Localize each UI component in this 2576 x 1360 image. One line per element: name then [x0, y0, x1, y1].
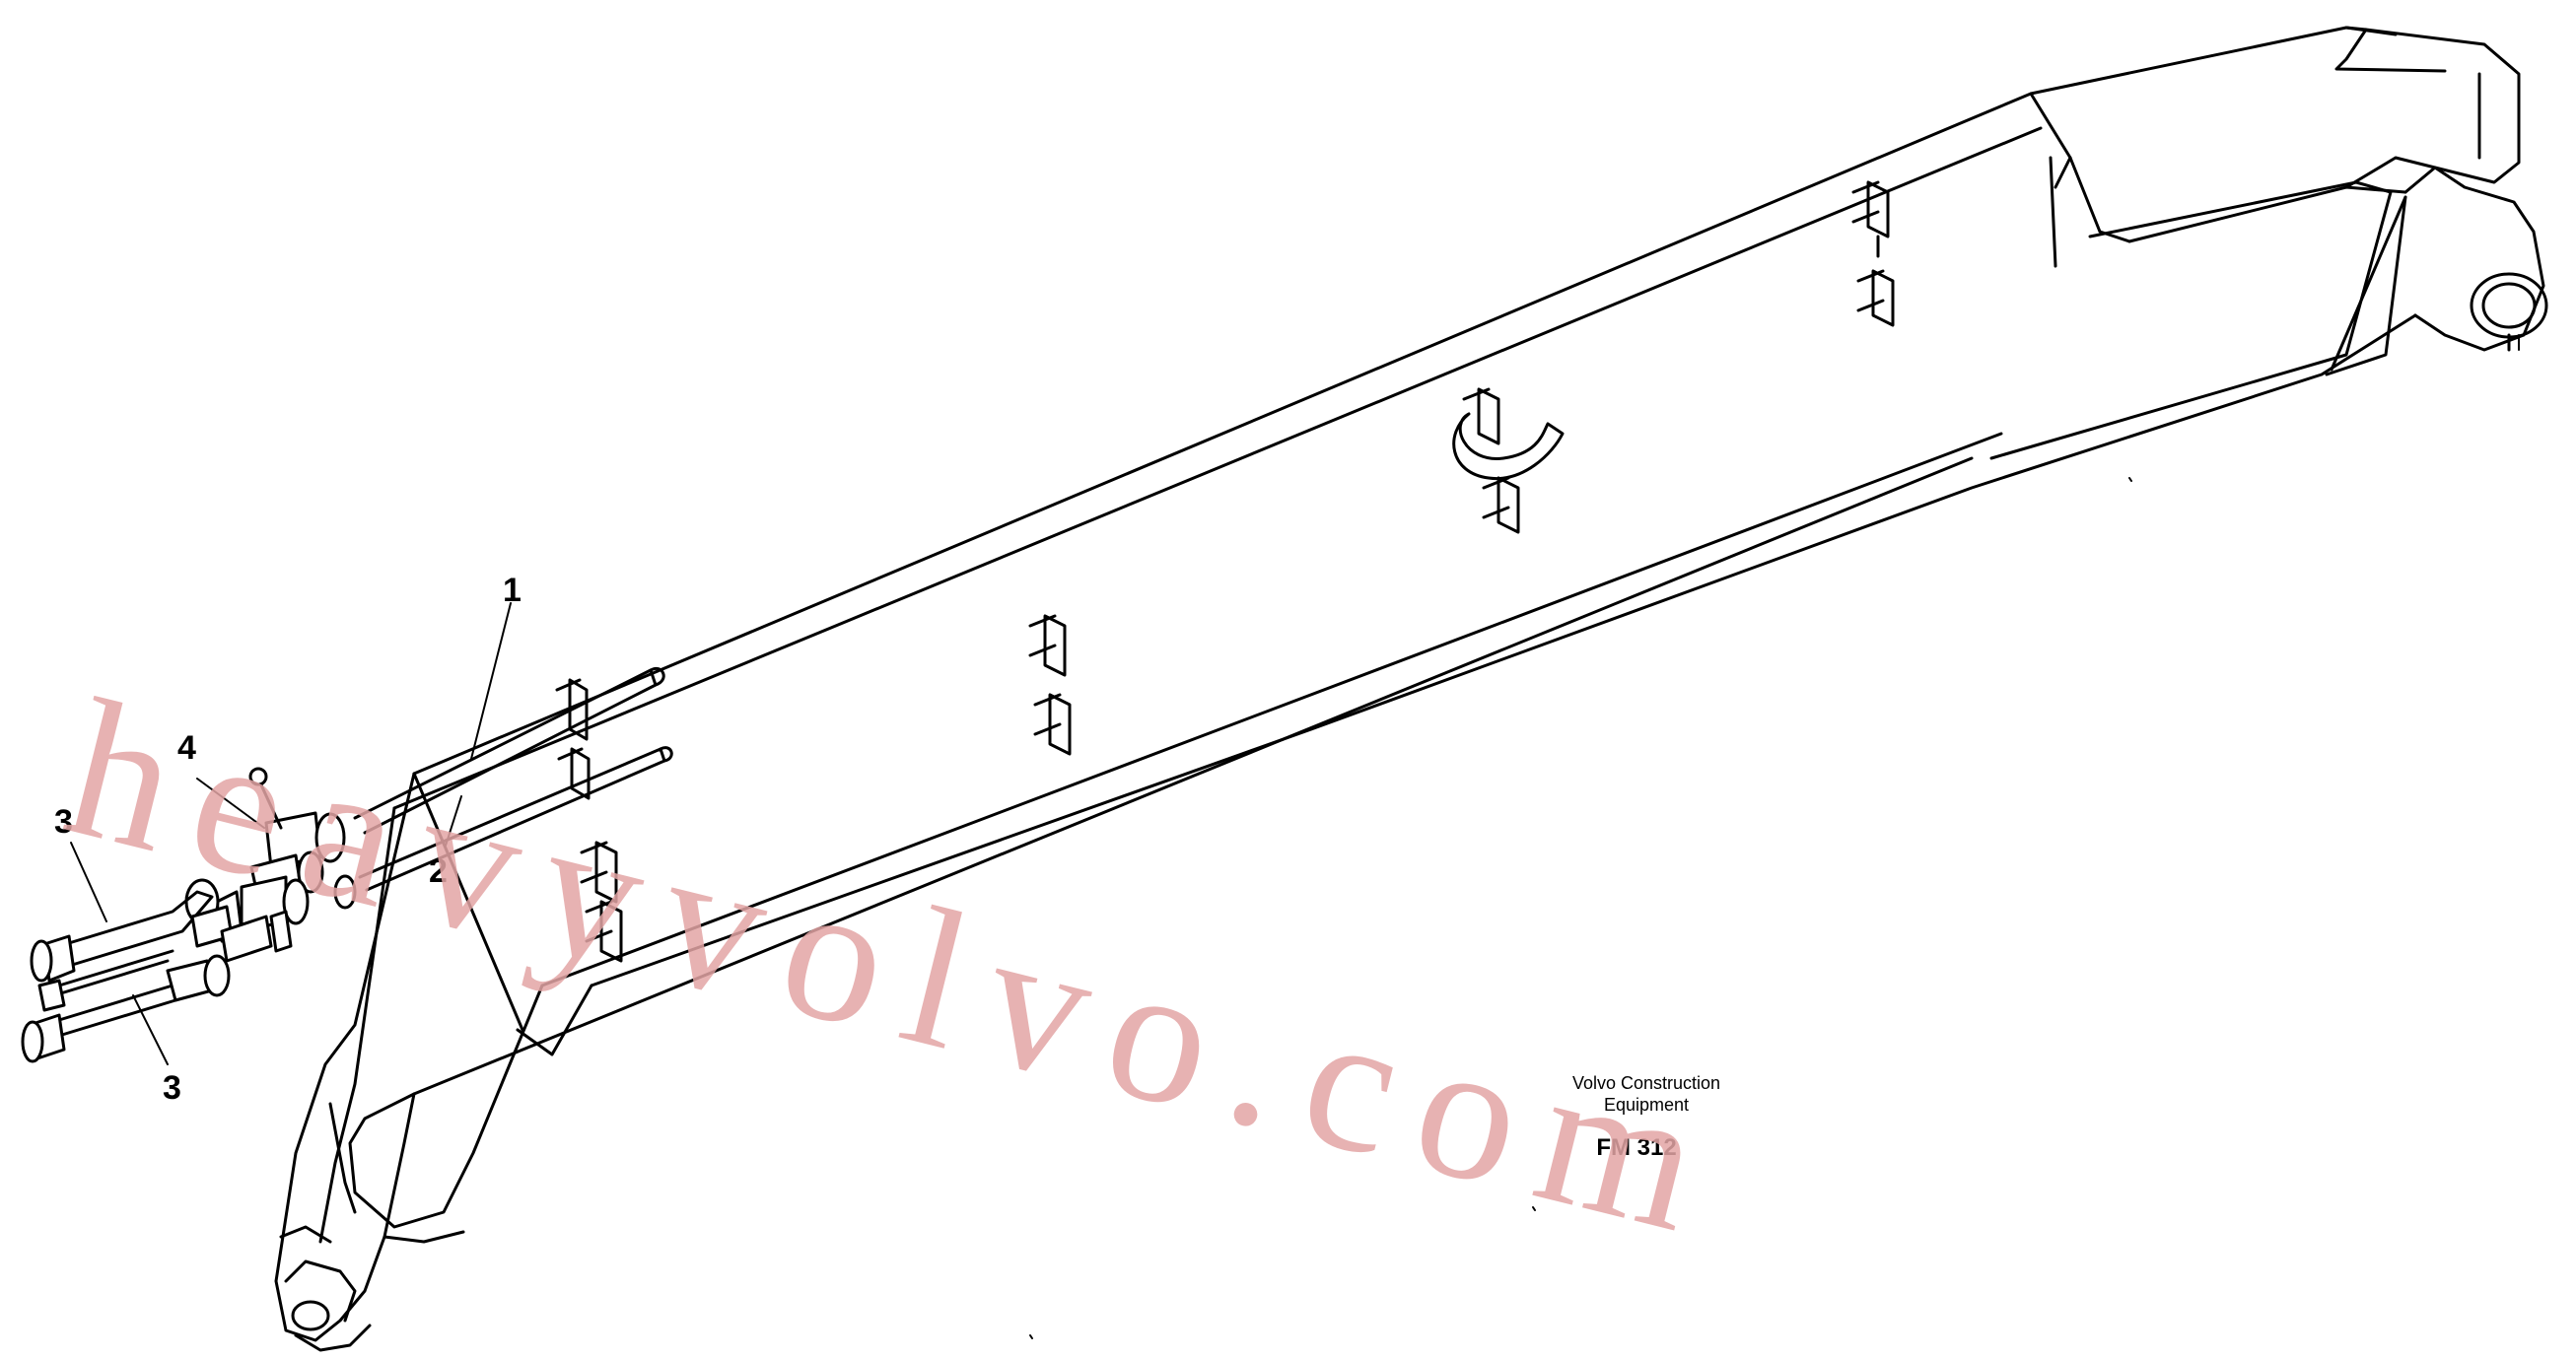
hose-clamp: [580, 841, 618, 904]
hose-clamp: [1452, 387, 1565, 481]
hose-clamp: [1856, 269, 1895, 327]
hose-clamp: [1028, 614, 1067, 677]
hose-clamp-group: [580, 180, 1895, 963]
hose-clamp: [1851, 180, 1890, 258]
stray-mark: [1029, 1334, 1033, 1339]
stray-mark: [1532, 1206, 1536, 1211]
stray-mark: [2128, 477, 2132, 482]
boom-arm: [274, 26, 2548, 1352]
watermark-text: heavyvolvo.com: [48, 658, 1746, 1279]
callout-2: 2: [429, 852, 448, 890]
callout-3-lower: 3: [163, 1069, 181, 1107]
callout-4: 4: [177, 729, 196, 767]
caption-line-2: Equipment: [1604, 1095, 1689, 1115]
callout-1: 1: [503, 572, 522, 609]
figure-code: FM 312: [1596, 1134, 1676, 1161]
caption-line-1: Volvo Construction: [1572, 1073, 1720, 1093]
pipe-assembly: [21, 666, 673, 1063]
hose-clamp: [585, 900, 623, 963]
hose-clamp: [1482, 476, 1520, 534]
hose-clamp: [1033, 693, 1072, 756]
leader-lines: [70, 602, 512, 1065]
callout-3-upper: 3: [54, 803, 73, 841]
